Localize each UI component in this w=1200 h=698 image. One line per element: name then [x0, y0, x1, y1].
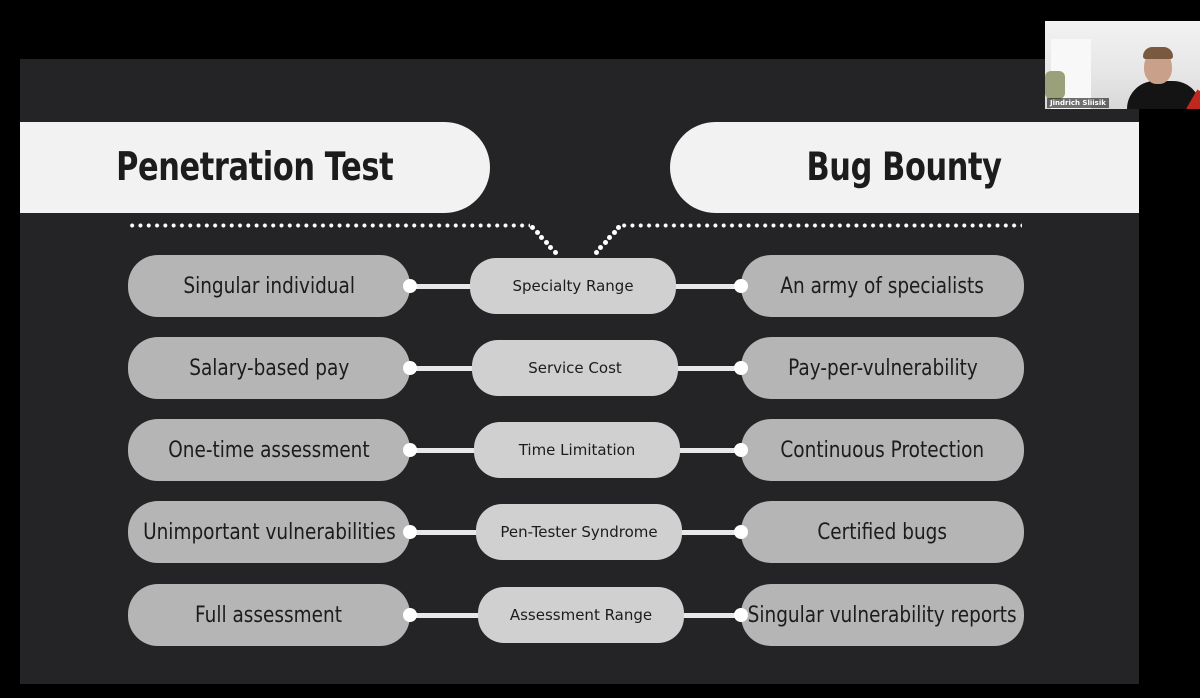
bugbounty-item-label: Pay-per-vulnerability — [787, 355, 978, 381]
connector-dot — [552, 250, 558, 255]
pentest-item-label: Singular individual — [183, 273, 355, 299]
presentation-slide: Penetration Test Bug Bounty Singular ind… — [20, 59, 1139, 684]
connector-dot — [616, 225, 621, 230]
pentest-item-label: One-time assessment — [168, 437, 370, 463]
webcam-feed[interactable]: Jindrich Sliisik — [1045, 21, 1200, 109]
connector-node-left — [403, 279, 417, 293]
connector-node-right — [734, 608, 748, 622]
connector-line — [410, 366, 482, 371]
pentest-item: Salary-based pay — [128, 337, 410, 399]
connector-node-right — [734, 361, 748, 375]
comparison-criterion: Assessment Range — [478, 587, 684, 643]
bugbounty-item-label: Singular vulnerability reports — [747, 602, 1018, 628]
comparison-criterion: Time Limitation — [474, 422, 680, 478]
participant-name-label: Jindrich Sliisik — [1047, 98, 1109, 108]
bug-bounty-title: Bug Bounty — [806, 145, 1003, 190]
comparison-criterion: Service Cost — [472, 340, 678, 396]
connector-dot — [611, 230, 617, 235]
bug-bounty-header: Bug Bounty — [670, 122, 1139, 213]
dotted-line-right — [620, 223, 1022, 228]
bugbounty-item: Singular vulnerability reports — [741, 584, 1024, 646]
connector-node-left — [403, 608, 417, 622]
connector-dot — [598, 245, 603, 250]
connector-dot — [543, 240, 549, 245]
bugbounty-item-label: Certified bugs — [817, 519, 948, 545]
connector-line — [410, 613, 488, 618]
comparison-criterion-label: Time Limitation — [518, 441, 636, 459]
comparison-criterion: Specialty Range — [470, 258, 676, 314]
bugbounty-item: Certified bugs — [741, 501, 1024, 563]
bugbounty-item-label: An army of specialists — [780, 273, 985, 299]
penetration-test-header: Penetration Test — [20, 122, 490, 213]
comparison-criterion-label: Service Cost — [528, 359, 622, 377]
connector-dot — [602, 240, 608, 245]
pentest-item: One-time assessment — [128, 419, 410, 481]
connector-dot — [539, 235, 544, 240]
pentest-item-label: Unimportant vulnerabilities — [142, 519, 396, 545]
connector-line — [410, 448, 484, 453]
connector-dot — [607, 235, 612, 240]
connector-node-right — [734, 279, 748, 293]
connector-line — [668, 366, 741, 371]
pentest-item: Singular individual — [128, 255, 410, 317]
webcam-person-hair — [1143, 47, 1173, 59]
connector-line — [666, 284, 741, 289]
connector-line — [672, 530, 741, 535]
connector-line — [670, 448, 741, 453]
pentest-item: Full assessment — [128, 584, 410, 646]
connector-dot — [534, 230, 540, 235]
penetration-test-title: Penetration Test — [116, 145, 394, 190]
connector-line — [674, 613, 741, 618]
connector-dot — [530, 225, 535, 230]
connector-node-right — [734, 525, 748, 539]
pentest-item-label: Full assessment — [195, 602, 343, 628]
dotted-line-left — [128, 223, 530, 228]
comparison-criterion-label: Specialty Range — [512, 277, 634, 295]
connector-node-left — [403, 443, 417, 457]
bugbounty-item: Continuous Protection — [741, 419, 1024, 481]
comparison-criterion-label: Assessment Range — [509, 606, 653, 624]
webcam-background-plant — [1045, 71, 1065, 99]
pentest-item-label: Salary-based pay — [188, 355, 350, 381]
connector-line — [410, 284, 480, 289]
connector-line — [410, 530, 486, 535]
connector-node-left — [403, 361, 417, 375]
bugbounty-item: An army of specialists — [741, 255, 1024, 317]
connector-dot — [548, 245, 553, 250]
comparison-criterion: Pen-Tester Syndrome — [476, 504, 682, 560]
bugbounty-item: Pay-per-vulnerability — [741, 337, 1024, 399]
connector-node-right — [734, 443, 748, 457]
bugbounty-item-label: Continuous Protection — [780, 437, 985, 463]
comparison-criterion-label: Pen-Tester Syndrome — [500, 523, 658, 541]
connector-node-left — [403, 525, 417, 539]
pentest-item: Unimportant vulnerabilities — [128, 501, 410, 563]
connector-dot — [593, 250, 599, 255]
